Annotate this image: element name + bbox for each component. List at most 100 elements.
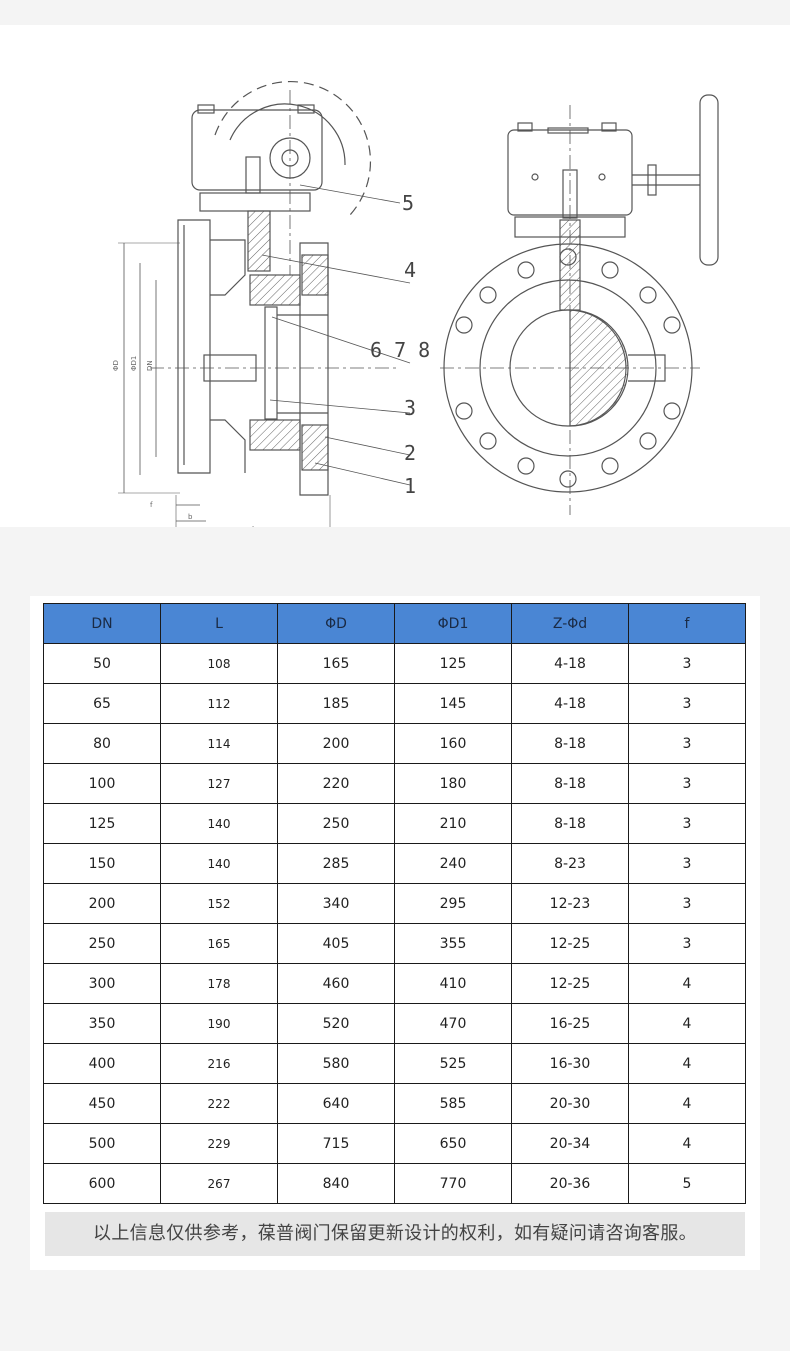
table-cell: 160 <box>394 723 512 764</box>
table-cell: 3 <box>628 883 746 924</box>
table-cell: 165 <box>277 643 395 684</box>
table-cell: 3 <box>628 763 746 804</box>
table-cell: 222 <box>160 1083 278 1124</box>
table-cell: 16-25 <box>511 1003 629 1044</box>
table-cell: 770 <box>394 1163 512 1204</box>
table-cell: 600 <box>43 1163 161 1204</box>
table-cell: 20-36 <box>511 1163 629 1204</box>
table-cell: 216 <box>160 1043 278 1084</box>
callout-678: 6 7 8 <box>370 338 430 362</box>
table-cell: 100 <box>43 763 161 804</box>
table-cell: 267 <box>160 1163 278 1204</box>
table-cell: 127 <box>160 763 278 804</box>
callout-1: 1 <box>404 474 416 498</box>
dim-label-DN: DN <box>146 360 154 371</box>
table-cell: 250 <box>277 803 395 844</box>
dim-label-D1: ΦD1 <box>130 356 138 371</box>
table-cell: 295 <box>394 883 512 924</box>
table-cell: 4 <box>628 1003 746 1044</box>
table-cell: 125 <box>43 803 161 844</box>
callout-5: 5 <box>402 191 414 215</box>
table-cell: 65 <box>43 683 161 724</box>
table-cell: 152 <box>160 883 278 924</box>
dim-label-b: b <box>188 513 193 521</box>
table-cell: 20-30 <box>511 1083 629 1124</box>
dim-label-L: L <box>252 525 256 527</box>
header-f: f <box>628 603 746 644</box>
header-d: ΦD <box>277 603 395 644</box>
header-dn: DN <box>43 603 161 644</box>
table-cell: 450 <box>43 1083 161 1124</box>
table-cell: 3 <box>628 923 746 964</box>
table-cell: 4 <box>628 1123 746 1164</box>
table-header-row: DN L ΦD ΦD1 Z-Φd f <box>43 603 746 644</box>
table-cell: 3 <box>628 723 746 764</box>
table-cell: 16-30 <box>511 1043 629 1084</box>
table-cell: 3 <box>628 803 746 844</box>
table-cell: 250 <box>43 923 161 964</box>
table-cell: 580 <box>277 1043 395 1084</box>
table-cell: 125 <box>394 643 512 684</box>
table-cell: 12-23 <box>511 883 629 924</box>
table-cell: 355 <box>394 923 512 964</box>
table-cell: 8-23 <box>511 843 629 884</box>
table-cell: 300 <box>43 963 161 1004</box>
table-cell: 340 <box>277 883 395 924</box>
table-cell: 405 <box>277 923 395 964</box>
table-cell: 210 <box>394 803 512 844</box>
table-cell: 8-18 <box>511 723 629 764</box>
table-cell: 585 <box>394 1083 512 1124</box>
table-cell: 220 <box>277 763 395 804</box>
table-cell: 108 <box>160 643 278 684</box>
table-cell: 350 <box>43 1003 161 1044</box>
callout-3: 3 <box>404 396 416 420</box>
table-cell: 180 <box>394 763 512 804</box>
table-cell: 8-18 <box>511 763 629 804</box>
table-cell: 520 <box>277 1003 395 1044</box>
table-cell: 525 <box>394 1043 512 1084</box>
table-cell: 400 <box>43 1043 161 1084</box>
table-cell: 12-25 <box>511 963 629 1004</box>
header-d1: ΦD1 <box>394 603 512 644</box>
table-cell: 185 <box>277 683 395 724</box>
table-cell: 470 <box>394 1003 512 1044</box>
table-cell: 3 <box>628 643 746 684</box>
table-cell: 460 <box>277 963 395 1004</box>
table-cell: 650 <box>394 1123 512 1164</box>
table-cell: 200 <box>277 723 395 764</box>
header-z-d: Z-Φd <box>511 603 629 644</box>
table-cell: 20-34 <box>511 1123 629 1164</box>
callout-4: 4 <box>404 258 416 282</box>
table-cell: 5 <box>628 1163 746 1204</box>
table-cell: 4-18 <box>511 683 629 724</box>
table-cell: 4-18 <box>511 643 629 684</box>
table-cell: 50 <box>43 643 161 684</box>
table-cell: 840 <box>277 1163 395 1204</box>
dim-label-f: f <box>150 501 153 509</box>
table-cell: 500 <box>43 1123 161 1164</box>
technical-drawing-panel: 5 4 6 7 8 3 2 1 ΦD ΦD1 DN f b L <box>0 25 790 527</box>
table-cell: 190 <box>160 1003 278 1044</box>
header-l: L <box>160 603 278 644</box>
table-cell: 8-18 <box>511 803 629 844</box>
table-cell: 4 <box>628 1083 746 1124</box>
table-cell: 4 <box>628 963 746 1004</box>
table-cell: 178 <box>160 963 278 1004</box>
dim-label-D: ΦD <box>112 360 120 371</box>
table-cell: 150 <box>43 843 161 884</box>
table-cell: 229 <box>160 1123 278 1164</box>
table-cell: 410 <box>394 963 512 1004</box>
table-cell: 3 <box>628 843 746 884</box>
